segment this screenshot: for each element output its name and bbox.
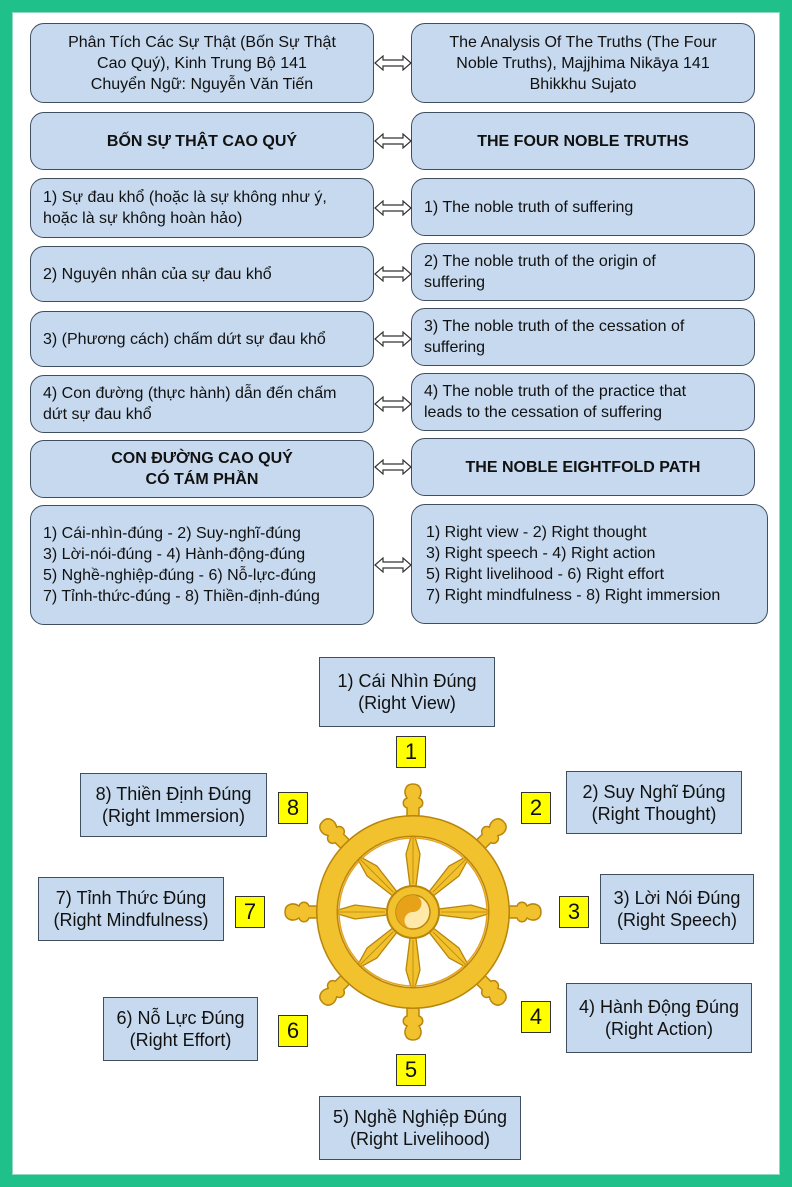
path-number-3: 3 <box>559 896 589 928</box>
double-arrow-icon <box>374 55 412 71</box>
heading-eightfold-en: THE NOBLE EIGHTFOLD PATH <box>411 438 755 496</box>
truth-3-en: 3) The noble truth of the cessation of s… <box>411 308 755 366</box>
path-number-5: 5 <box>396 1054 426 1086</box>
path-label-3: 3) Lời Nói Đúng (Right Speech) <box>600 874 754 944</box>
path-label-5-text: 5) Nghề Nghiệp Đúng (Right Livelihood) <box>332 1107 508 1149</box>
double-arrow-icon <box>374 200 412 216</box>
path-number-4: 4 <box>521 1001 551 1033</box>
path-number-1: 1 <box>396 736 426 768</box>
wheel-spokes <box>284 783 542 1041</box>
truth-1-vi-text: 1) Sự đau khổ (hoặc là sự không như ý, h… <box>43 189 327 227</box>
truth-4-vi-text: 4) Con đường (thực hành) dẫn đến chấm dứ… <box>43 385 337 423</box>
title-vi: Phân Tích Các Sự Thật (Bốn Sự Thật Cao Q… <box>30 23 374 103</box>
truth-3-en-text: 3) The noble truth of the cessation of s… <box>424 318 685 356</box>
heading-eightfold-vi: CON ĐƯỜNG CAO QUÝ CÓ TÁM PHẦN <box>30 440 374 498</box>
double-arrow-icon <box>374 396 412 412</box>
title-vi-text: Phân Tích Các Sự Thật (Bốn Sự Thật Cao Q… <box>68 33 336 93</box>
eightfold-list-vi-text: 1) Cái-nhìn-đúng - 2) Suy-nghĩ-đúng 3) L… <box>43 525 320 605</box>
truth-3-vi: 3) (Phương cách) chấm dứt sự đau khổ <box>30 311 374 367</box>
double-arrow-icon <box>374 557 412 573</box>
path-label-1-text: 1) Cái Nhìn Đúng (Right View) <box>337 671 477 713</box>
path-label-7: 7) Tỉnh Thức Đúng (Right Mindfulness) <box>38 877 224 941</box>
truth-2-vi-text: 2) Nguyên nhân của sự đau khổ <box>43 265 272 283</box>
hub-swirl <box>396 895 422 929</box>
truth-4-vi: 4) Con đường (thực hành) dẫn đến chấm dứ… <box>30 375 374 433</box>
truth-2-en: 2) The noble truth of the origin of suff… <box>411 243 755 301</box>
path-number-8: 8 <box>278 792 308 824</box>
double-arrow-icon <box>374 266 412 282</box>
eightfold-list-en: 1) Right view - 2) Right thought 3) Righ… <box>411 504 768 624</box>
truth-1-en-text: 1) The noble truth of suffering <box>424 198 634 216</box>
path-label-8: 8) Thiền Định Đúng (Right Immersion) <box>80 773 267 837</box>
eightfold-list-vi: 1) Cái-nhìn-đúng - 2) Suy-nghĩ-đúng 3) L… <box>30 505 374 625</box>
path-label-2: 2) Suy Nghĩ Đúng (Right Thought) <box>566 771 742 834</box>
path-number-6: 6 <box>278 1015 308 1047</box>
heading-eightfold-vi-text: CON ĐƯỜNG CAO QUÝ CÓ TÁM PHẦN <box>111 450 293 488</box>
path-label-4: 4) Hành Động Đúng (Right Action) <box>566 983 752 1053</box>
truth-2-vi: 2) Nguyên nhân của sự đau khổ <box>30 246 374 302</box>
path-number-7: 7 <box>235 896 265 928</box>
wheel-rim-inner-line <box>338 837 488 987</box>
path-label-1: 1) Cái Nhìn Đúng (Right View) <box>319 657 495 727</box>
truth-1-vi: 1) Sự đau khổ (hoặc là sự không như ý, h… <box>30 178 374 238</box>
path-label-7-text: 7) Tỉnh Thức Đúng (Right Mindfulness) <box>53 888 209 930</box>
dharma-wheel-icon <box>284 783 542 1041</box>
heading-four-truths-vi-text: BỐN SỰ THẬT CAO QUÝ <box>106 132 298 150</box>
eightfold-list-en-text: 1) Right view - 2) Right thought 3) Righ… <box>426 524 721 604</box>
title-en-text: The Analysis Of The Truths (The Four Nob… <box>449 33 717 93</box>
truth-1-en: 1) The noble truth of suffering <box>411 178 755 236</box>
double-arrow-icon <box>374 459 412 475</box>
path-label-6-text: 6) Nỗ Lực Đúng (Right Effort) <box>116 1008 245 1050</box>
truth-4-en: 4) The noble truth of the practice that … <box>411 373 755 431</box>
heading-four-truths-en-text: THE FOUR NOBLE TRUTHS <box>477 132 689 150</box>
title-en: The Analysis Of The Truths (The Four Nob… <box>411 23 755 103</box>
wheel-rim <box>317 816 509 1008</box>
path-number-2: 2 <box>521 792 551 824</box>
path-label-5: 5) Nghề Nghiệp Đúng (Right Livelihood) <box>319 1096 521 1160</box>
path-label-2-text: 2) Suy Nghĩ Đúng (Right Thought) <box>582 781 726 824</box>
path-label-4-text: 4) Hành Động Đúng (Right Action) <box>578 997 740 1039</box>
heading-four-truths-vi: BỐN SỰ THẬT CAO QUÝ <box>30 112 374 170</box>
double-arrow-icon <box>374 331 412 347</box>
truth-4-en-text: 4) The noble truth of the practice that … <box>424 383 687 421</box>
path-label-3-text: 3) Lời Nói Đúng (Right Speech) <box>613 888 741 930</box>
truth-3-vi-text: 3) (Phương cách) chấm dứt sự đau khổ <box>43 330 326 348</box>
path-label-8-text: 8) Thiền Định Đúng (Right Immersion) <box>95 784 252 826</box>
heading-eightfold-en-text: THE NOBLE EIGHTFOLD PATH <box>465 458 701 476</box>
heading-four-truths-en: THE FOUR NOBLE TRUTHS <box>411 112 755 170</box>
double-arrow-icon <box>374 133 412 149</box>
truth-2-en-text: 2) The noble truth of the origin of suff… <box>424 253 656 291</box>
path-label-6: 6) Nỗ Lực Đúng (Right Effort) <box>103 997 258 1061</box>
